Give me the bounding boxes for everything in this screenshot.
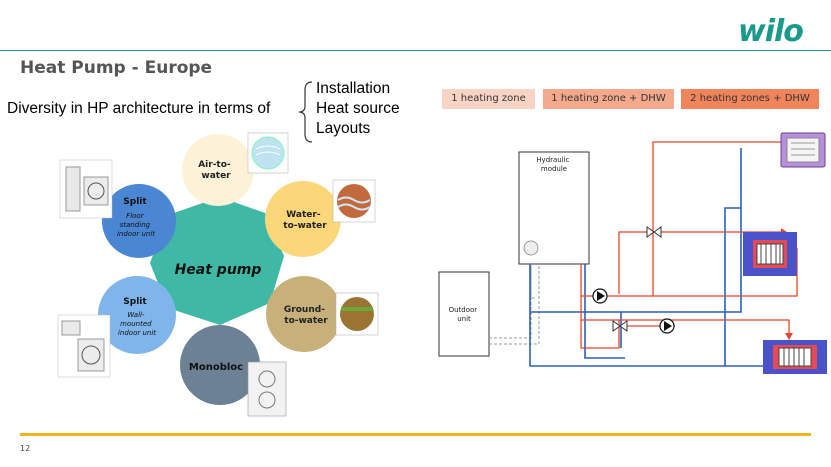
split-wall-node: [98, 276, 176, 354]
ground-to-water-node: [266, 276, 342, 352]
slide-title: Heat Pump - Europe: [20, 58, 213, 78]
air-to-water-node: [182, 134, 254, 206]
air-to-water-line1: Air-to-: [198, 160, 231, 170]
hydraulic-module-line1: Hydraulic: [536, 156, 569, 164]
cold-return-lines: [529, 148, 765, 367]
ground-to-water-line1: Ground-: [284, 305, 325, 315]
brace-item-layouts: Layouts: [316, 120, 371, 137]
curly-brace: [298, 81, 313, 143]
split-wall-sub3: indoor unit: [118, 329, 156, 337]
split-wall-title: Split: [123, 297, 147, 307]
three-way-valve-top: [646, 226, 662, 238]
svg-text:Water- to-water: Water- to-water: [283, 210, 327, 231]
hydraulic-module-line2: module: [541, 165, 567, 173]
radiator-zone-2: [763, 340, 827, 374]
page-number: 12: [20, 444, 31, 453]
split-floor-node: [102, 184, 176, 258]
diversity-text: Diversity in HP architecture in terms of: [7, 100, 271, 117]
three-way-valve-bottom: [612, 320, 628, 332]
svg-text:Wall- mounted indoor u: Wall- mounted indoor unit: [118, 311, 156, 337]
circulation-pump-2: [659, 318, 675, 334]
svg-text:Outdoor unit: Outdoor unit: [449, 306, 480, 323]
radiator-zone-1: [743, 232, 797, 276]
brace-item-heat-source: Heat source: [316, 100, 400, 117]
hot-supply-lines: [580, 141, 798, 349]
water-to-water-line2: to-water: [283, 221, 327, 231]
svg-text:Floor standing indoor: Floor standing indoor unit: [117, 212, 155, 238]
circulation-pump-1: [592, 288, 608, 304]
heat-pump-center-shape: [150, 197, 284, 325]
brace-list: Installation Heat source Layouts: [316, 79, 400, 139]
split-floor-sub3: indoor unit: [117, 230, 155, 238]
split-floor-sub2: standing: [120, 221, 151, 229]
ground-to-water-line2: to-water: [284, 316, 328, 326]
outdoor-unit-line1: Outdoor: [449, 306, 478, 314]
brace-item-installation: Installation: [316, 80, 391, 97]
outdoor-unit-line2: unit: [457, 315, 471, 323]
svg-text:Hydraulic module: Hydraulic module: [536, 156, 571, 173]
air-icon: [251, 136, 285, 170]
split-wall-sub1: Wall-: [127, 311, 145, 319]
legend-1-heating-zone: 1 heating zone: [442, 89, 535, 109]
hydraulic-diagram: Hydraulic module Outdoor unit: [438, 132, 827, 374]
heat-pump-hub-diagram: Heat pump Air-to- water Water- to-water …: [57, 132, 379, 417]
split-floor-sub1: Floor: [126, 212, 145, 220]
monobloc-label: Monobloc: [189, 362, 243, 373]
legend-1-heating-zone-dhw: 1 heating zone + DHW: [543, 89, 674, 109]
heat-pump-center-label: Heat pump: [175, 262, 262, 278]
wilo-logo: wilo: [738, 14, 804, 49]
split-wall-sub2: mounted: [120, 320, 152, 328]
air-to-water-line2: water: [201, 171, 231, 181]
ground-icon: [340, 297, 374, 331]
module-pump-icon: [523, 240, 539, 256]
monobloc-node: [180, 325, 260, 405]
split-floor-title: Split: [123, 197, 147, 207]
legend-2-heating-zones-dhw: 2 heating zones + DHW: [681, 89, 819, 109]
dhw-tank-icon: [780, 132, 826, 168]
header-divider: [0, 50, 831, 51]
outdoor-unit-box: [438, 271, 490, 357]
footer-divider: [20, 433, 811, 436]
svg-text:Ground- to-water: Ground- to-water: [284, 305, 328, 326]
water-to-water-line1: Water-: [286, 210, 321, 220]
air-to-water-label: Air-to- water: [198, 160, 234, 181]
water-to-water-node: [265, 181, 341, 257]
